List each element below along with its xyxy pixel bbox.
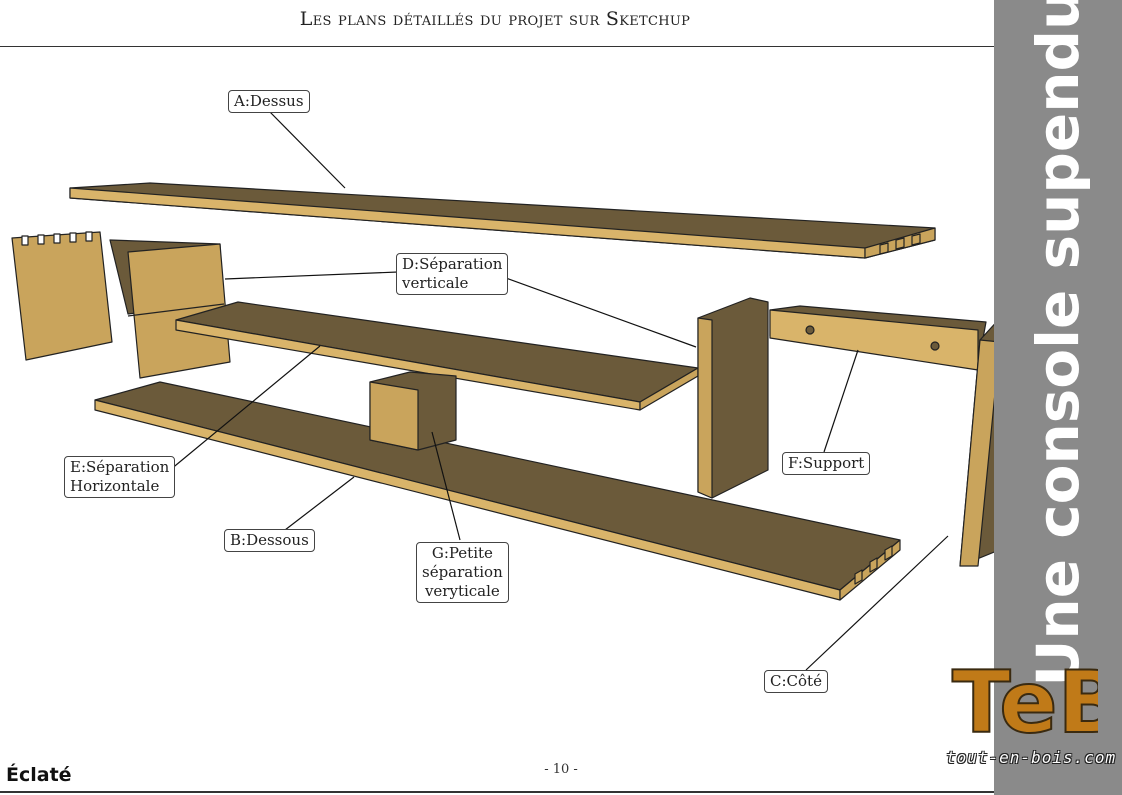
exploded-drawing [11, 109, 994, 671]
logo-letters: TeB [952, 653, 1098, 752]
panel-separation-right [697, 297, 769, 499]
panel-cote-left [11, 231, 113, 361]
rail-support [769, 305, 987, 371]
label-petite-separation-line2: séparation [422, 563, 503, 581]
label-petite-separation-line1: G:Petite [431, 544, 493, 562]
footer-section: Éclaté [6, 764, 72, 786]
label-separation-horizontale: E:Séparation Horizontale [64, 456, 176, 498]
footer-rule [0, 791, 994, 793]
page-number: - 10 - [544, 762, 578, 777]
panel-cote-right [959, 323, 994, 567]
label-separation-horizontale-line1: E:Séparation [70, 458, 170, 476]
label-dessus: A:Dessus [228, 90, 310, 113]
logo-site: tout-en-bois.com [946, 748, 1117, 767]
label-cote: C:Côté [764, 670, 828, 693]
label-separation-verticale-line1: D:Séparation [402, 255, 503, 273]
label-separation-verticale: D:Séparation verticale [396, 253, 509, 295]
label-separation-horizontale-line2: Horizontale [70, 477, 160, 495]
panel-separation-left [109, 239, 231, 379]
logo-teb: TeB [951, 652, 1098, 752]
side-title: Une console supendue [1024, 0, 1092, 687]
label-dessous: B:Dessous [224, 529, 315, 552]
header-title: Les plans détaillés du projet sur Sketch… [299, 8, 691, 30]
side-band [994, 0, 1122, 795]
label-support: F:Support [782, 452, 871, 475]
label-separation-verticale-line2: verticale [402, 274, 469, 292]
label-petite-separation: G:Petite séparation veryticale [416, 542, 509, 603]
panel-petite-separation [369, 371, 457, 451]
board-dessous [94, 381, 901, 601]
label-petite-separation-line3: veryticale [424, 582, 500, 600]
board-dessus [69, 182, 936, 259]
header-rule [0, 46, 994, 47]
